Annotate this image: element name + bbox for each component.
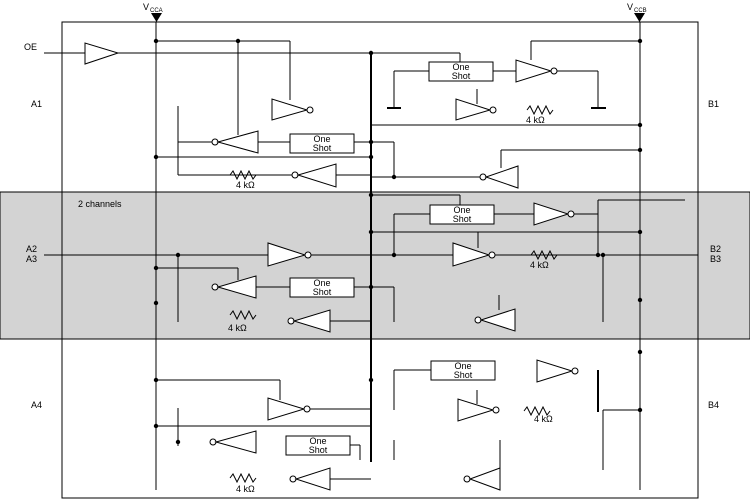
os-b2-line1: One: [453, 205, 470, 215]
os-a2-line2: Shot: [313, 287, 332, 297]
buffer-a2: [267, 242, 307, 267]
vccb-subscript: CCB: [634, 8, 647, 14]
inverter-a1-top: [271, 98, 309, 121]
inverter-bubble: [488, 251, 496, 259]
inverter-a4-bot: [294, 467, 331, 491]
two-channel-band: [0, 191, 750, 340]
resistor-b4: [523, 405, 551, 417]
inverter-b1-bot: [484, 165, 519, 189]
os-a4-line2: Shot: [309, 445, 328, 455]
inverter-bubble: [550, 67, 558, 75]
device-outline: [61, 21, 699, 499]
vccb-arrow: [634, 13, 645, 22]
resistor-b4-value: 4 kΩ: [534, 414, 553, 424]
inverter-b2-bot: [479, 308, 516, 332]
resistor-a2-value: 4 kΩ: [228, 323, 247, 333]
inverter-b2-top: [533, 202, 570, 226]
pin-a3-label: A3: [26, 254, 37, 264]
os-b4-line1: One: [454, 361, 471, 371]
inverter-bubble: [492, 406, 500, 414]
inverter-b4-mid: [457, 398, 495, 422]
pin-a2-label: A2: [26, 244, 37, 254]
os-b4-line2: Shot: [454, 370, 473, 380]
vcca-subscript: CCA: [150, 8, 163, 14]
inverter-bubble: [567, 210, 575, 218]
resistor-a4: [229, 472, 257, 484]
resistor-b2: [530, 249, 558, 261]
os-b1-line1: One: [452, 62, 469, 72]
vcca-arrow: [151, 13, 162, 22]
pin-b4-label: B4: [708, 400, 719, 410]
vccb-label: V: [627, 2, 633, 12]
oe-buffer: [84, 42, 120, 65]
channels-note: 2 channels: [78, 199, 122, 209]
inverter-bubble: [303, 405, 311, 413]
resistor-b2-value: 4 kΩ: [530, 260, 549, 270]
buffer-a4: [267, 397, 306, 421]
inverter-bubble: [489, 106, 497, 114]
os-a2-line1: One: [313, 278, 330, 288]
resistor-b1: [526, 104, 554, 116]
inverter-b1-top: [515, 59, 553, 83]
buffer-b2: [452, 242, 491, 267]
os-a4-line1: One: [309, 436, 326, 446]
inverter-b4-bot: [468, 467, 501, 491]
inverter-b1-mid: [455, 98, 492, 121]
os-a1-line2: Shot: [313, 143, 332, 153]
vcca-label: V: [143, 2, 149, 12]
resistor-b1-value: 4 kΩ: [526, 115, 545, 125]
resistor-a4-value: 4 kΩ: [236, 484, 255, 494]
inverter-bubble: [306, 106, 314, 114]
inverter-b4-top: [536, 359, 574, 383]
pin-b2-label: B2: [710, 244, 721, 254]
inverter-bubble: [571, 367, 579, 375]
pin-b3-label: B3: [710, 254, 721, 264]
pin-a4-label: A4: [31, 400, 42, 410]
inverter-bubble: [304, 251, 312, 259]
resistor-a1-value: 4 kΩ: [236, 180, 255, 190]
junction-dots: [153, 38, 643, 445]
pin-oe-label: OE: [24, 42, 37, 52]
resistor-a2: [229, 309, 257, 321]
inverter-a1-bot: [296, 163, 337, 188]
pin-b1-label: B1: [708, 99, 719, 109]
os-a1-line1: One: [313, 134, 330, 144]
inverter-a4-mid: [214, 430, 257, 454]
resistor-a1: [229, 169, 257, 181]
os-b1-line2: Shot: [452, 71, 471, 81]
pin-a1-label: A1: [31, 99, 42, 109]
os-b2-line2: Shot: [453, 214, 472, 224]
